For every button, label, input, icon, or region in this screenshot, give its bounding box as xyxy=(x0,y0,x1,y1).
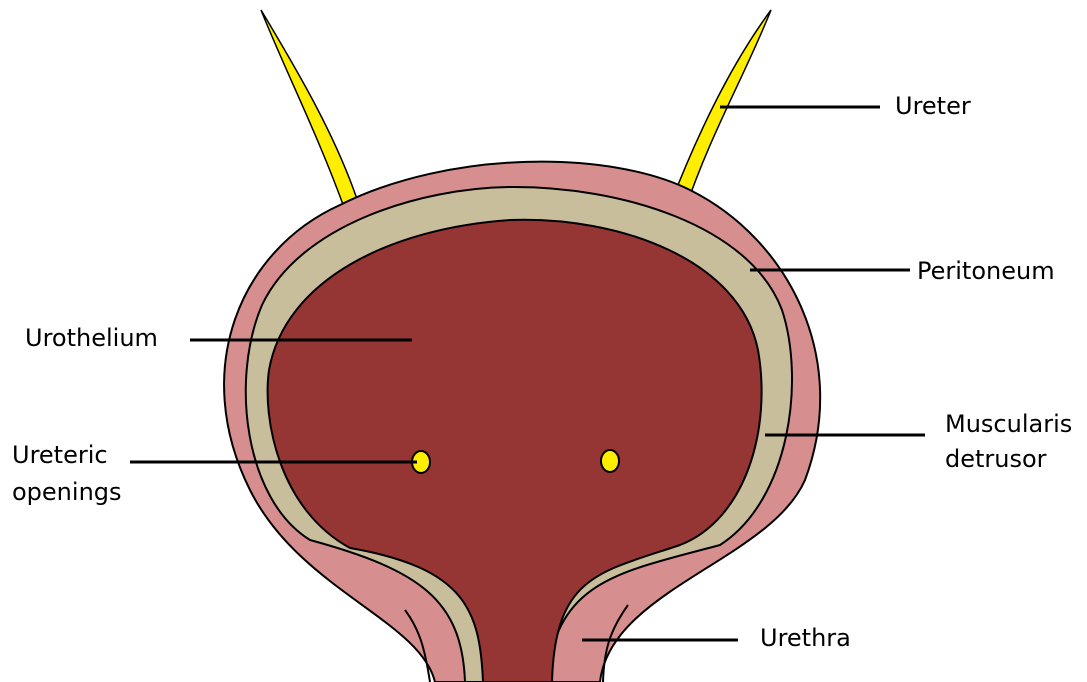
label-ureter: Ureter xyxy=(895,92,971,120)
label-peritoneum: Peritoneum xyxy=(917,257,1055,285)
label-muscularis-line1: Muscularis xyxy=(945,410,1072,438)
right-ureteric-opening xyxy=(601,450,619,472)
label-urothelium: Urothelium xyxy=(25,324,158,352)
label-muscularis-line2: detrusor xyxy=(945,445,1047,473)
label-ureteric-openings-line2: openings xyxy=(12,478,122,506)
right-ureter xyxy=(670,10,771,210)
label-ureteric-openings-line1: Ureteric xyxy=(12,441,108,469)
urothelium-layer xyxy=(268,220,762,682)
left-ureter xyxy=(261,10,360,210)
label-urethra: Urethra xyxy=(760,624,851,652)
